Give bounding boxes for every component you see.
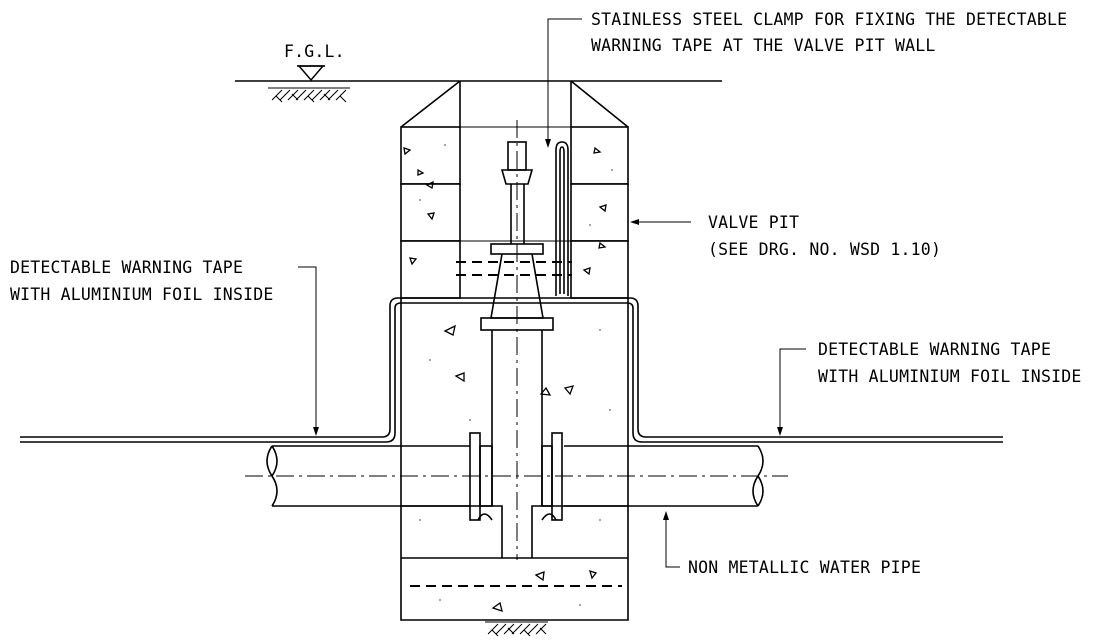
water-pipe	[245, 432, 788, 521]
finished-ground-level: F.G.L.	[235, 42, 722, 103]
tape-right-label-line2: WITH ALUMINIUM FOIL INSIDE	[818, 367, 1081, 386]
valve-pit-walls	[400, 126, 629, 299]
pipe-label: NON METALLIC WATER PIPE	[688, 558, 921, 577]
pit-top-chamfer	[400, 80, 629, 128]
tape-right-label-line1: DETECTABLE WARNING TAPE	[818, 340, 1051, 359]
clamp-label-line2: WARNING TAPE AT THE VALVE PIT WALL	[591, 36, 936, 55]
concrete-surround	[400, 298, 629, 637]
clamp-label-line1: STAINLESS STEEL CLAMP FOR FIXING THE DET…	[591, 10, 1067, 29]
valve-pit-label-line2: (SEE DRG. NO. WSD 1.10)	[708, 240, 941, 259]
clamp-callout: STAINLESS STEEL CLAMP FOR FIXING THE DET…	[545, 10, 1067, 148]
valve-pit-callout: VALVE PIT (SEE DRG. NO. WSD 1.10)	[630, 213, 941, 259]
valve-pit-label-line1: VALVE PIT	[708, 213, 799, 232]
tape-right-callout: DETECTABLE WARNING TAPE WITH ALUMINIUM F…	[777, 340, 1081, 436]
fgl-marker-icon	[297, 65, 325, 82]
detectable-warning-tape	[20, 141, 1003, 443]
fgl-label: F.G.L.	[284, 42, 345, 61]
pipe-callout: NON METALLIC WATER PIPE	[663, 511, 921, 577]
base-earth-hatch-icon	[485, 621, 548, 637]
tape-left-callout: DETECTABLE WARNING TAPE WITH ALUMINIUM F…	[10, 258, 319, 436]
earth-hatch-icon	[268, 87, 350, 103]
tape-left-label-line1: DETECTABLE WARNING TAPE	[10, 258, 243, 277]
tape-left-label-line2: WITH ALUMINIUM FOIL INSIDE	[10, 285, 273, 304]
